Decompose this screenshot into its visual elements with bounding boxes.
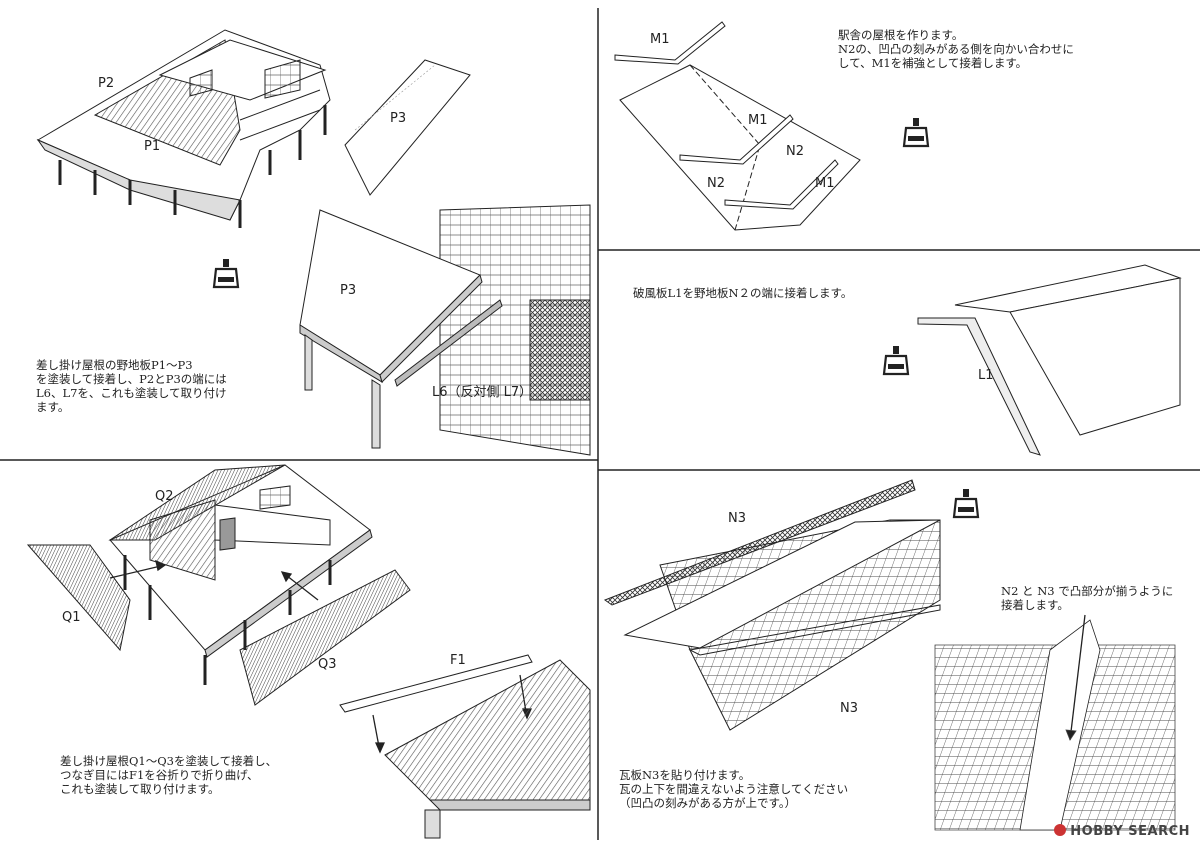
label-m1-a: M1 [650, 32, 670, 47]
label-n3-b: N3 [840, 701, 858, 716]
label-l1: L1 [978, 368, 994, 383]
glue-bottle-icon [212, 257, 240, 289]
label-m1-c: M1 [815, 176, 835, 191]
m1-n2-assembly [614, 21, 861, 231]
n3-tile-assembly [603, 479, 941, 731]
label-l6: L6（反対側 L7） [432, 385, 532, 400]
label-p1: P1 [144, 139, 160, 154]
instruction-step4: 差し掛け屋根Q1～Q3を塗装して接着し、 つなぎ目にはF1を谷折りで折り曲げ、 … [60, 754, 278, 796]
instruction-step3: 破風板L1を野地板N２の端に接着します。 [633, 286, 853, 300]
part-q1-panel [26, 544, 131, 652]
label-n2-b: N2 [707, 176, 725, 191]
station-building-top-left [36, 29, 331, 228]
instruction-step5: 瓦板N3を貼り付けます。 瓦の上下を間違えないよう注意してください （凹凸の刻み… [619, 768, 849, 810]
label-q2: Q2 [155, 489, 174, 504]
instruction-step2: 駅舎の屋根を作ります。 N2の、凹凸の刻みがある側を向かい合わせに して、M1を… [838, 28, 1074, 70]
tile-closeup [934, 614, 1176, 831]
label-m1-b: M1 [748, 113, 768, 128]
glue-bottle-icon [952, 487, 980, 519]
part-q3-panel [239, 569, 411, 706]
watermark-text: HOBBY SEARCH [1070, 824, 1190, 839]
label-p3-detail: P3 [340, 283, 356, 298]
l1-barge-assembly [917, 264, 1182, 456]
label-n2-a: N2 [786, 144, 804, 159]
watermark-logo: HOBBY SEARCH [1054, 824, 1190, 839]
panel-dividers [0, 8, 1200, 840]
q-roof-building [108, 464, 373, 685]
label-q1: Q1 [62, 610, 81, 625]
label-n3: N3 [728, 511, 746, 526]
label-f1: F1 [450, 653, 466, 668]
label-p3: P3 [390, 111, 406, 126]
instruction-step1: 差し掛け屋根の野地板P1～P3 を塗装して接着し、P2とP3の端には L6、L7… [36, 358, 227, 414]
part-p3-panel [344, 59, 471, 196]
glue-bottle-icon [882, 344, 910, 376]
instruction-step6: N2 と N3 で凸部分が揃うように 接着します。 [1001, 584, 1174, 612]
label-q3: Q3 [318, 657, 337, 672]
glue-bottle-icon [902, 116, 930, 148]
logo-icon [1054, 824, 1067, 836]
label-p2: P2 [98, 76, 114, 91]
f1-detail-closeup [339, 654, 591, 839]
p3-detail-closeup [299, 204, 591, 456]
